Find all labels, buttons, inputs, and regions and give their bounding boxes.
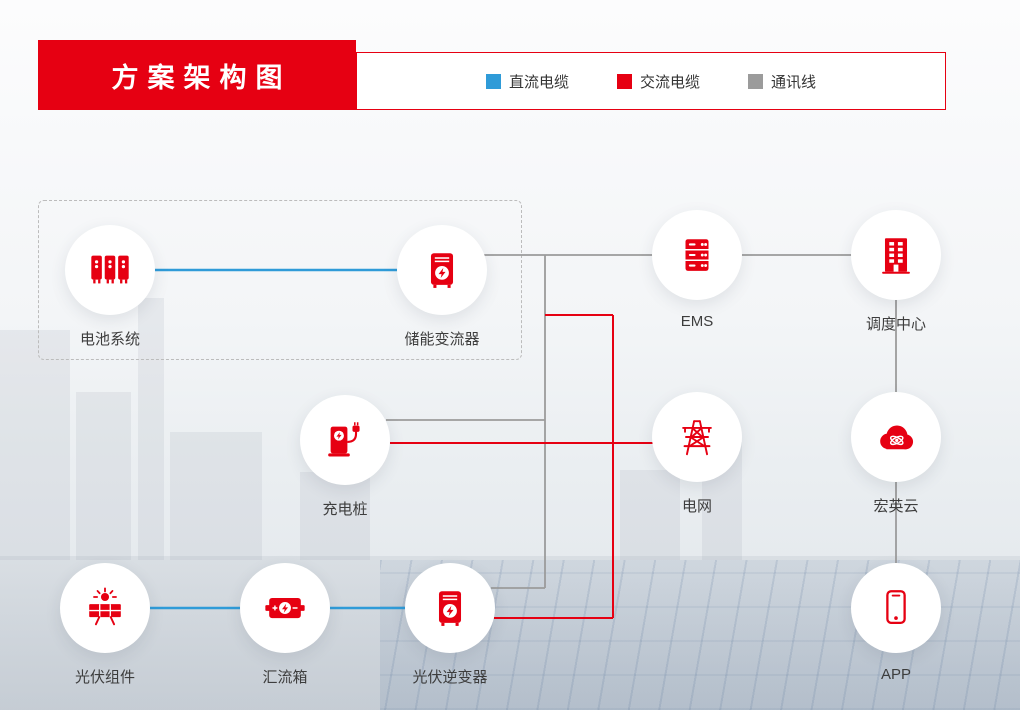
page-title-banner: 方案架构图 [38, 40, 356, 110]
node-label: 电池系统 [79, 331, 140, 348]
combiner-box-icon [265, 597, 305, 619]
solar-panel-icon [89, 587, 121, 626]
node-ev-charger: 充电桩 [270, 395, 420, 519]
node-power-grid: 电网 [622, 392, 772, 516]
node-label: 储能变流器 [404, 331, 480, 348]
node-label: 充电桩 [322, 501, 368, 518]
storage-group-outline [38, 200, 522, 360]
node-label: 光伏组件 [74, 669, 135, 686]
ac-cable-swatch [616, 73, 632, 89]
node-cloud-platform: 宏英云 [821, 392, 971, 516]
node-ems: EMS [622, 210, 772, 330]
node-circle [300, 395, 390, 485]
node-label: 汇流箱 [262, 669, 308, 686]
node-pv-inverter: 光伏逆变器 [375, 563, 525, 687]
pv-inverter-icon [438, 591, 462, 626]
node-circle [652, 392, 742, 482]
background-building [138, 298, 164, 560]
node-circle [652, 210, 742, 300]
background-building [620, 470, 680, 560]
node-circle [240, 563, 330, 653]
legend: 直流电缆 交流电缆 通讯线 [356, 52, 946, 110]
ev-charger-icon [328, 422, 360, 457]
node-label: EMS [680, 313, 714, 330]
storage-converter-icon [430, 253, 454, 288]
dc-cable-swatch [485, 73, 501, 89]
node-app: APP [821, 563, 971, 683]
node-circle [60, 563, 150, 653]
node-circle [405, 563, 495, 653]
legend-label: 通讯线 [771, 73, 817, 91]
node-circle [851, 563, 941, 653]
legend-item-dc: 直流电缆 [485, 71, 569, 92]
node-circle [65, 225, 155, 315]
cloud-platform-icon [880, 425, 914, 450]
node-combiner-box: 汇流箱 [210, 563, 360, 687]
node-label: 调度中心 [865, 316, 926, 333]
node-battery-system: 电池系统 [35, 225, 185, 349]
background-cityscape [0, 556, 1020, 710]
node-label: 光伏逆变器 [412, 669, 488, 686]
node-circle [851, 210, 941, 300]
dispatch-building-icon [882, 238, 910, 274]
node-dispatch-center: 调度中心 [821, 210, 971, 334]
background-building [300, 472, 370, 560]
node-label: 宏英云 [873, 498, 919, 515]
power-grid-tower-icon [682, 420, 712, 456]
node-label: 电网 [681, 498, 712, 515]
background-building [170, 432, 262, 560]
background-building [0, 330, 70, 560]
comm-line-swatch [748, 73, 763, 89]
node-label: APP [880, 666, 911, 683]
legend-label: 直流电缆 [508, 73, 569, 91]
node-pv-modules: 光伏组件 [30, 563, 180, 687]
node-circle [851, 392, 941, 482]
node-circle [397, 225, 487, 315]
battery-cabinet-icon [91, 255, 129, 284]
mobile-app-icon [886, 590, 906, 625]
legend-item-comm: 通讯线 [748, 71, 816, 92]
ems-server-icon [685, 239, 709, 271]
legend-label: 交流电缆 [639, 73, 700, 91]
page-title: 方案架构图 [111, 62, 292, 93]
node-storage-converter: 储能变流器 [367, 225, 517, 349]
background-building [76, 392, 131, 560]
legend-item-ac: 交流电缆 [616, 71, 700, 92]
